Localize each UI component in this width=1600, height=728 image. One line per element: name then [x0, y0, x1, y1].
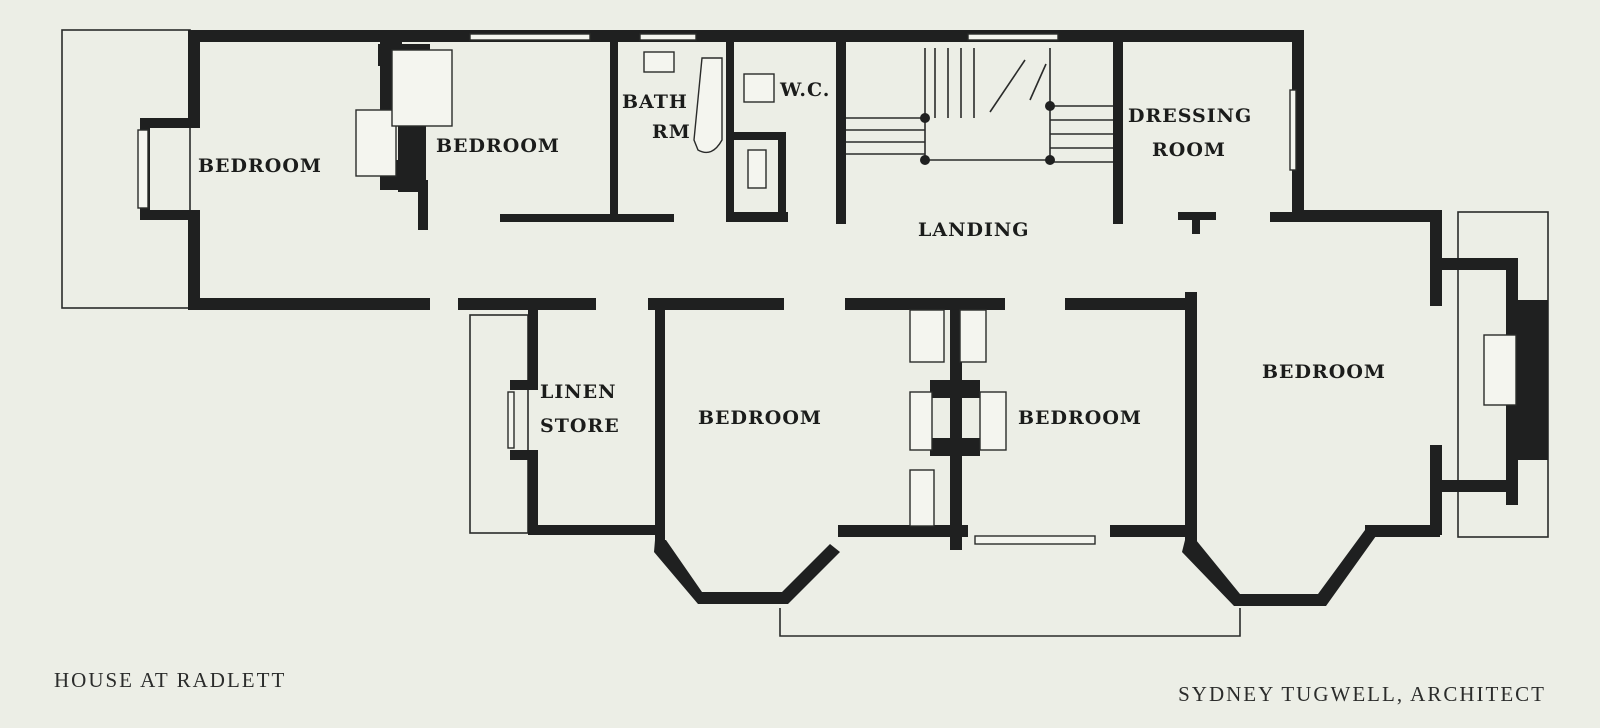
room-labels: BEDROOM BEDROOM BATH RM W.C. DRESSING RO… [198, 79, 1386, 437]
room-label-dressing-2: ROOM [1152, 139, 1226, 161]
fixtures [137, 33, 1517, 545]
room-label-linen-1: LINEN [540, 381, 616, 403]
room-label-dressing-1: DRESSING [1128, 105, 1252, 127]
room-label-bedroom-n: BEDROOM [436, 135, 560, 157]
room-label-bath-2: RM [652, 121, 691, 143]
room-label-bedroom-s1: BEDROOM [698, 407, 822, 429]
room-label-bedroom-nw: BEDROOM [198, 155, 322, 177]
room-label-linen-2: STORE [540, 415, 620, 437]
room-label-bath-1: BATH [622, 91, 688, 113]
caption-title: HOUSE AT RADLETT [54, 668, 287, 692]
room-label-bedroom-e: BEDROOM [1262, 361, 1386, 383]
outline-lines [61, 29, 1549, 637]
walls [140, 30, 1548, 606]
room-label-bedroom-s2: BEDROOM [1018, 407, 1142, 429]
room-label-wc: W.C. [779, 79, 830, 101]
staircase [846, 48, 1113, 165]
room-label-landing: LANDING [918, 219, 1029, 241]
caption-architect: SYDNEY TUGWELL, ARCHITECT [1178, 682, 1546, 706]
